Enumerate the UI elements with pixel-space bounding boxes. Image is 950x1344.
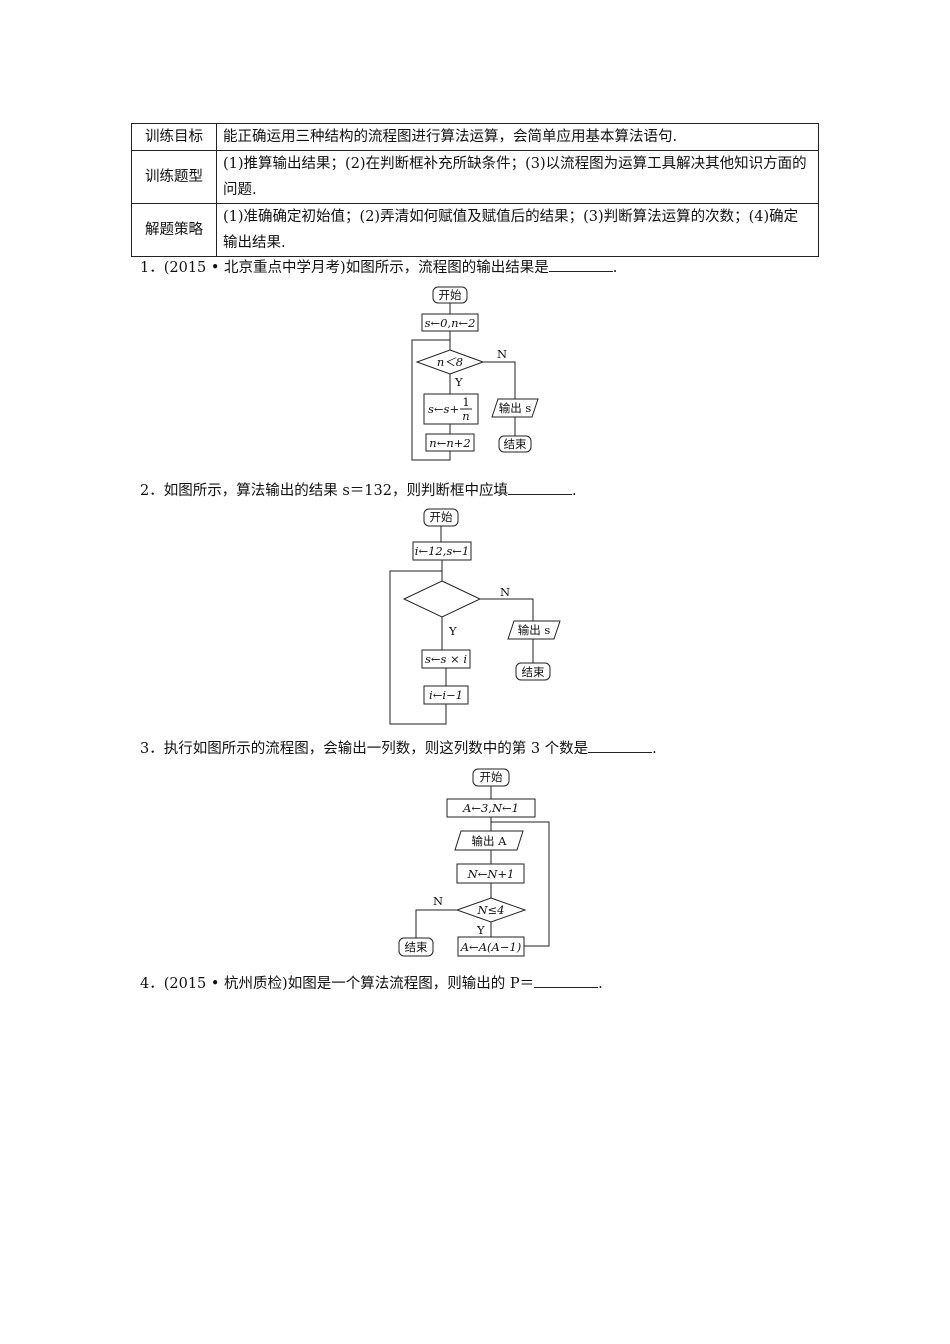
start-node: 开始 (432, 286, 468, 304)
end-node: 结束 (398, 937, 434, 957)
assign-i-box: i←i−1 (423, 685, 469, 705)
svg-text:输出 s: 输出 s (499, 401, 532, 415)
svg-text:开始: 开始 (439, 288, 462, 302)
end-node: 结束 (498, 435, 532, 453)
row-label: 训练题型 (131, 150, 217, 204)
question-end: . (571, 483, 577, 499)
question-end: . (612, 260, 618, 276)
svg-text:结束: 结束 (504, 437, 527, 451)
table-row: 解题策略 (1)准确确定初始值；(2)弄清如何赋值及赋值后的结果；(3)判断算法… (131, 203, 819, 257)
svg-text:开始: 开始 (430, 510, 453, 524)
svg-text:A←A(A−1): A←A(A−1) (460, 940, 521, 954)
output-parallelogram: 输出 A (454, 830, 524, 851)
svg-text:结束: 结束 (522, 665, 545, 679)
svg-text:i←12,s←1: i←12,s←1 (415, 544, 469, 558)
question-4: 4．(2015 • 杭州质检)如图是一个算法流程图，则输出的 P＝. (140, 972, 603, 993)
svg-text:n＜8: n＜8 (437, 355, 463, 369)
output-parallelogram: 输出 s (507, 620, 561, 640)
svg-text:输出 A: 输出 A (472, 834, 508, 848)
start-node: 开始 (472, 768, 510, 787)
condition-diamond: n＜8 (415, 349, 485, 375)
row-label: 训练目标 (131, 123, 217, 151)
output-parallelogram: 输出 s (491, 398, 539, 418)
question-1: 1．(2015 • 北京重点中学月考)如图所示，流程图的输出结果是. (140, 256, 617, 277)
start-node: 开始 (423, 508, 459, 527)
question-text: 2．如图所示，算法输出的结果 s＝132，则判断框中应填 (140, 483, 508, 499)
row-content: (1)推算输出结果；(2)在判断框补充所缺条件；(3)以流程图为运算工具解决其他… (216, 150, 819, 204)
question-text: 4．(2015 • 杭州质检)如图是一个算法流程图，则输出的 P＝ (140, 976, 535, 992)
flowchart-1: 开始 s←0,n←2 n＜8 N Y s←s+ 1 n n←n+2 (411, 286, 539, 461)
svg-text:结束: 结束 (405, 940, 428, 954)
svg-text:n: n (462, 409, 469, 423)
no-label: N (497, 347, 507, 361)
assign-n-box: n←n+2 (425, 433, 475, 452)
condition-diamond-empty (402, 580, 482, 618)
svg-text:s←0,n←2: s←0,n←2 (425, 316, 476, 330)
row-content: 能正确运用三种结构的流程图进行算法运算，会简单应用基本算法语句. (216, 123, 819, 151)
training-info-table: 训练目标 能正确运用三种结构的流程图进行算法运算，会简单应用基本算法语句. 训练… (131, 123, 819, 257)
svg-text:n←n+2: n←n+2 (429, 436, 470, 450)
answer-blank (588, 738, 653, 753)
answer-blank (507, 480, 572, 495)
no-label: N (500, 585, 510, 599)
assign-a-box: A←A(A−1) (457, 936, 525, 957)
init-box: i←12,s←1 (412, 541, 472, 561)
svg-text:i←i−1: i←i−1 (429, 688, 463, 702)
question-text: 3．执行如图所示的流程图，会输出一列数，则这列数中的第 3 个数是 (140, 741, 589, 757)
svg-text:s←s × i: s←s × i (425, 652, 467, 666)
svg-text:A←3,N←1: A←3,N←1 (462, 801, 519, 815)
svg-text:s←s+: s←s+ (428, 402, 459, 416)
yes-label: Y (448, 624, 457, 638)
svg-text:1: 1 (462, 395, 469, 409)
yes-label: Y (476, 923, 485, 937)
row-label: 解题策略 (131, 203, 217, 257)
no-label: N (433, 894, 443, 908)
yes-label: Y (454, 375, 463, 389)
assign-s-box: s←s+ 1 n (423, 393, 479, 425)
answer-blank (548, 257, 613, 272)
condition-diamond: N≤4 (455, 897, 527, 923)
question-end: . (598, 976, 603, 992)
question-3: 3．执行如图所示的流程图，会输出一列数，则这列数中的第 3 个数是. (140, 737, 657, 758)
flowchart-2: 开始 i←12,s←1 N Y s←s × i i←i−1 输出 s (389, 508, 561, 725)
assign-s-box: s←s × i (421, 649, 471, 669)
question-text: 1．(2015 • 北京重点中学月考)如图所示，流程图的输出结果是 (140, 260, 549, 276)
svg-text:输出 s: 输出 s (518, 623, 551, 637)
question-2: 2．如图所示，算法输出的结果 s＝132，则判断框中应填. (140, 479, 577, 500)
init-box: A←3,N←1 (446, 798, 536, 818)
table-row: 训练题型 (1)推算输出结果；(2)在判断框补充所缺条件；(3)以流程图为运算工… (131, 150, 819, 204)
flowchart-3: 开始 A←3,N←1 输出 A N←N+1 N≤4 N Y A←A(A−1) (398, 768, 550, 957)
row-content: (1)准确确定初始值；(2)弄清如何赋值及赋值后的结果；(3)判断算法运算的次数… (216, 203, 819, 257)
end-node: 结束 (515, 662, 551, 681)
assign-n-box: N←N+1 (456, 863, 525, 884)
answer-blank (534, 973, 599, 988)
init-box: s←0,n←2 (421, 313, 479, 332)
svg-text:开始: 开始 (480, 770, 503, 784)
question-end: . (652, 741, 657, 757)
svg-text:N≤4: N≤4 (476, 903, 504, 917)
table-row: 训练目标 能正确运用三种结构的流程图进行算法运算，会简单应用基本算法语句. (131, 123, 819, 151)
svg-text:N←N+1: N←N+1 (467, 867, 515, 881)
